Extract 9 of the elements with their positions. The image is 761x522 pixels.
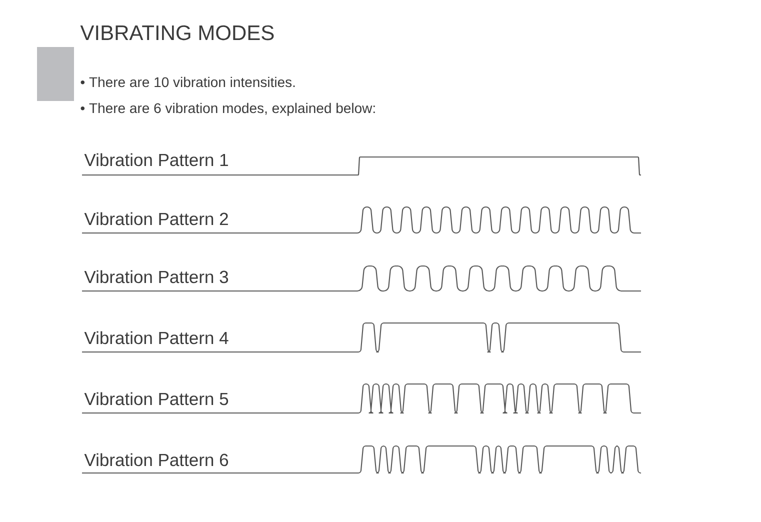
- bullet-text: • There are 6 vibration modes, explained below:: [80, 102, 375, 116]
- pattern-label: Vibration Pattern 5: [84, 392, 228, 406]
- title: VIBRATING MODES: [80, 25, 274, 40]
- pattern-label: Vibration Pattern 2: [84, 212, 228, 226]
- pattern-label: Vibration Pattern 1: [84, 153, 228, 166]
- bullet-text: • There are 10 vibration intensities.: [80, 76, 295, 88]
- pattern-label: Vibration Pattern 4: [84, 331, 228, 344]
- pattern-label: Vibration Pattern 6: [84, 453, 228, 466]
- pattern-label: Vibration Pattern 3: [84, 270, 228, 284]
